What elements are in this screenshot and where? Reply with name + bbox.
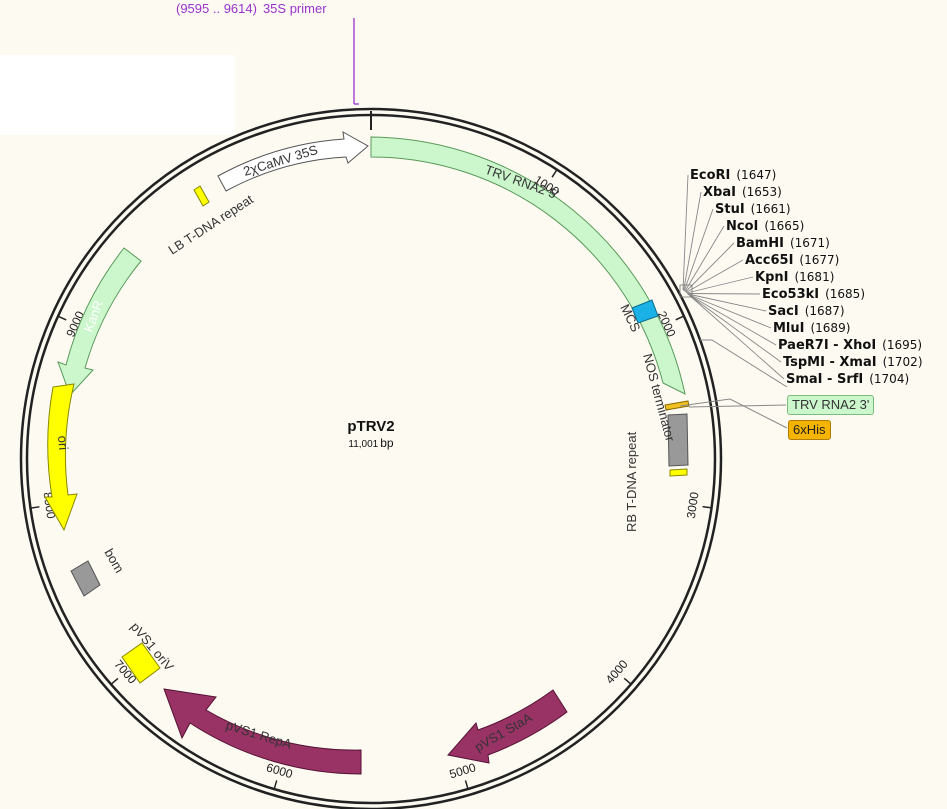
rb-label: RB T-DNA repeat	[624, 431, 639, 532]
mcs-feature[interactable]	[631, 299, 659, 324]
bom-label: bom	[101, 546, 127, 575]
6xhis-label[interactable]: 6xHis	[788, 420, 831, 440]
pvs1-repa-feature[interactable]	[163, 688, 362, 775]
enzyme-leader	[685, 242, 735, 293]
his-leader	[679, 398, 788, 429]
camv-35s-feature[interactable]	[217, 131, 369, 192]
backbone-outer	[19, 107, 723, 809]
tick-mark-5000	[464, 780, 469, 790]
enzyme-site-label[interactable]: PaeR7I - XhoI(1695)	[778, 338, 922, 353]
enzyme-site-label[interactable]: KpnI(1681)	[755, 270, 834, 285]
enzyme-site-label[interactable]: BamHI(1671)	[736, 236, 830, 251]
primer-label[interactable]: (9595 .. 9614)35S primer	[176, 1, 327, 16]
tick-mark-3000	[702, 505, 712, 509]
trv3-leader	[688, 404, 787, 408]
trv-3-feature[interactable]	[669, 468, 688, 477]
tick-label-3000: 3000	[684, 491, 702, 520]
trv-rna2-5-feature[interactable]	[370, 136, 686, 395]
tick-label-5000: 5000	[448, 760, 478, 781]
enzyme-leader	[689, 295, 782, 363]
enzyme-leader	[688, 294, 772, 329]
enzyme-labels: EcoRI(1647) XbaI(1653) StuI(1661) NcoI(1665…	[679, 168, 923, 387]
enzyme-leader	[683, 191, 702, 291]
enzyme-leader	[684, 225, 725, 292]
bom-feature[interactable]	[70, 560, 101, 597]
nos-terminator-feature[interactable]	[664, 400, 690, 411]
enzyme-site-label[interactable]: EcoRI(1647)	[690, 168, 776, 183]
tick-mark-7000	[110, 677, 119, 685]
enzyme-site-label[interactable]: StuI(1661)	[715, 202, 791, 217]
ncoi-leader-2	[700, 339, 788, 388]
enzyme-site-label[interactable]: Acc65I(1677)	[745, 253, 839, 268]
tick-mark-6000	[273, 780, 278, 790]
pvs1-staa-feature[interactable]	[447, 689, 568, 764]
rb-repeat-feature[interactable]	[667, 413, 689, 467]
tick-mark-4000	[623, 677, 632, 685]
redaction-blot	[0, 55, 235, 135]
tick-mark-8000	[30, 506, 40, 509]
tick-mark-9000	[57, 315, 67, 321]
tick-mark-1000	[551, 169, 558, 178]
plasmid-name: pTRV2	[347, 418, 394, 435]
enzyme-leader	[687, 293, 767, 312]
enzyme-site-label[interactable]: SmaI - SrfI(1704)	[786, 372, 909, 387]
tick-label-4000: 4000	[603, 657, 631, 687]
enzyme-leader	[683, 208, 714, 292]
enzyme-leader	[687, 293, 761, 295]
enzyme-leader	[689, 295, 785, 380]
ori-label: ori	[55, 435, 71, 451]
ori-feature[interactable]	[44, 383, 78, 532]
enzyme-leader	[686, 276, 754, 294]
enzyme-site-label[interactable]: MluI(1689)	[773, 321, 850, 336]
kanr-feature[interactable]	[57, 247, 142, 396]
enzyme-leader	[682, 174, 689, 291]
enzyme-site-label[interactable]: Eco53kI(1685)	[762, 287, 865, 302]
tick-mark-2000	[675, 315, 685, 321]
enzyme-cluster-hub	[679, 284, 693, 298]
trv-rna2-3-label[interactable]: TRV RNA2 3'	[787, 395, 875, 415]
lb-label: LB T-DNA repeat	[165, 191, 256, 257]
lb-repeat-feature[interactable]	[193, 185, 210, 207]
enzyme-site-label[interactable]: SacI(1687)	[768, 304, 845, 319]
pvs1-oriv-feature[interactable]	[121, 642, 161, 684]
enzyme-site-label[interactable]: XbaI(1653)	[703, 185, 782, 200]
enzyme-leader	[685, 259, 744, 293]
enzyme-site-label[interactable]: TspMI - XmaI(1702)	[783, 355, 923, 370]
enzyme-site-label[interactable]: NcoI(1665)	[726, 219, 804, 234]
backbone-inner	[25, 113, 717, 805]
enzyme-leader	[688, 294, 777, 346]
